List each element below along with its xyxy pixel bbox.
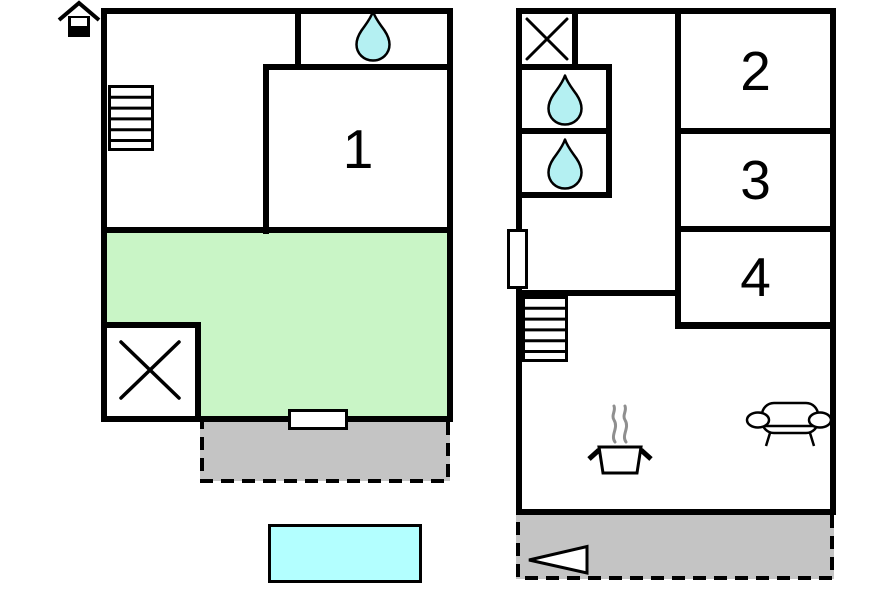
pool — [268, 524, 422, 583]
staircase-icon — [522, 296, 568, 362]
room-4-label: 4 — [740, 245, 771, 308]
wall — [522, 290, 681, 296]
wall — [675, 8, 681, 329]
door-icon — [288, 409, 348, 430]
crossed-box-icon — [525, 17, 569, 61]
water-drop-icon — [547, 138, 583, 190]
wall — [295, 8, 301, 70]
wall — [516, 128, 612, 134]
wall — [572, 8, 578, 70]
wall — [263, 64, 453, 70]
wall — [263, 64, 269, 234]
house-icon — [57, 0, 101, 37]
door-icon — [507, 229, 528, 289]
wall — [107, 227, 447, 233]
sofa-icon — [745, 401, 833, 447]
cooking-pot-icon — [587, 404, 653, 475]
crossed-box-icon — [119, 340, 181, 400]
room-1-label: 1 — [342, 117, 374, 180]
crossed-box-room — [107, 322, 201, 416]
staircase-icon — [108, 85, 154, 151]
water-drop-icon — [547, 74, 583, 126]
wall — [675, 128, 830, 134]
wall — [516, 64, 612, 70]
wall — [516, 192, 612, 198]
left-arrow-icon — [528, 544, 589, 575]
wall — [675, 322, 830, 329]
wall — [675, 226, 830, 232]
terrace-area — [516, 515, 834, 580]
terrace-area — [200, 422, 450, 483]
room-3-label: 3 — [740, 148, 771, 211]
water-drop-icon — [355, 10, 391, 62]
room-2-label: 2 — [740, 39, 771, 102]
